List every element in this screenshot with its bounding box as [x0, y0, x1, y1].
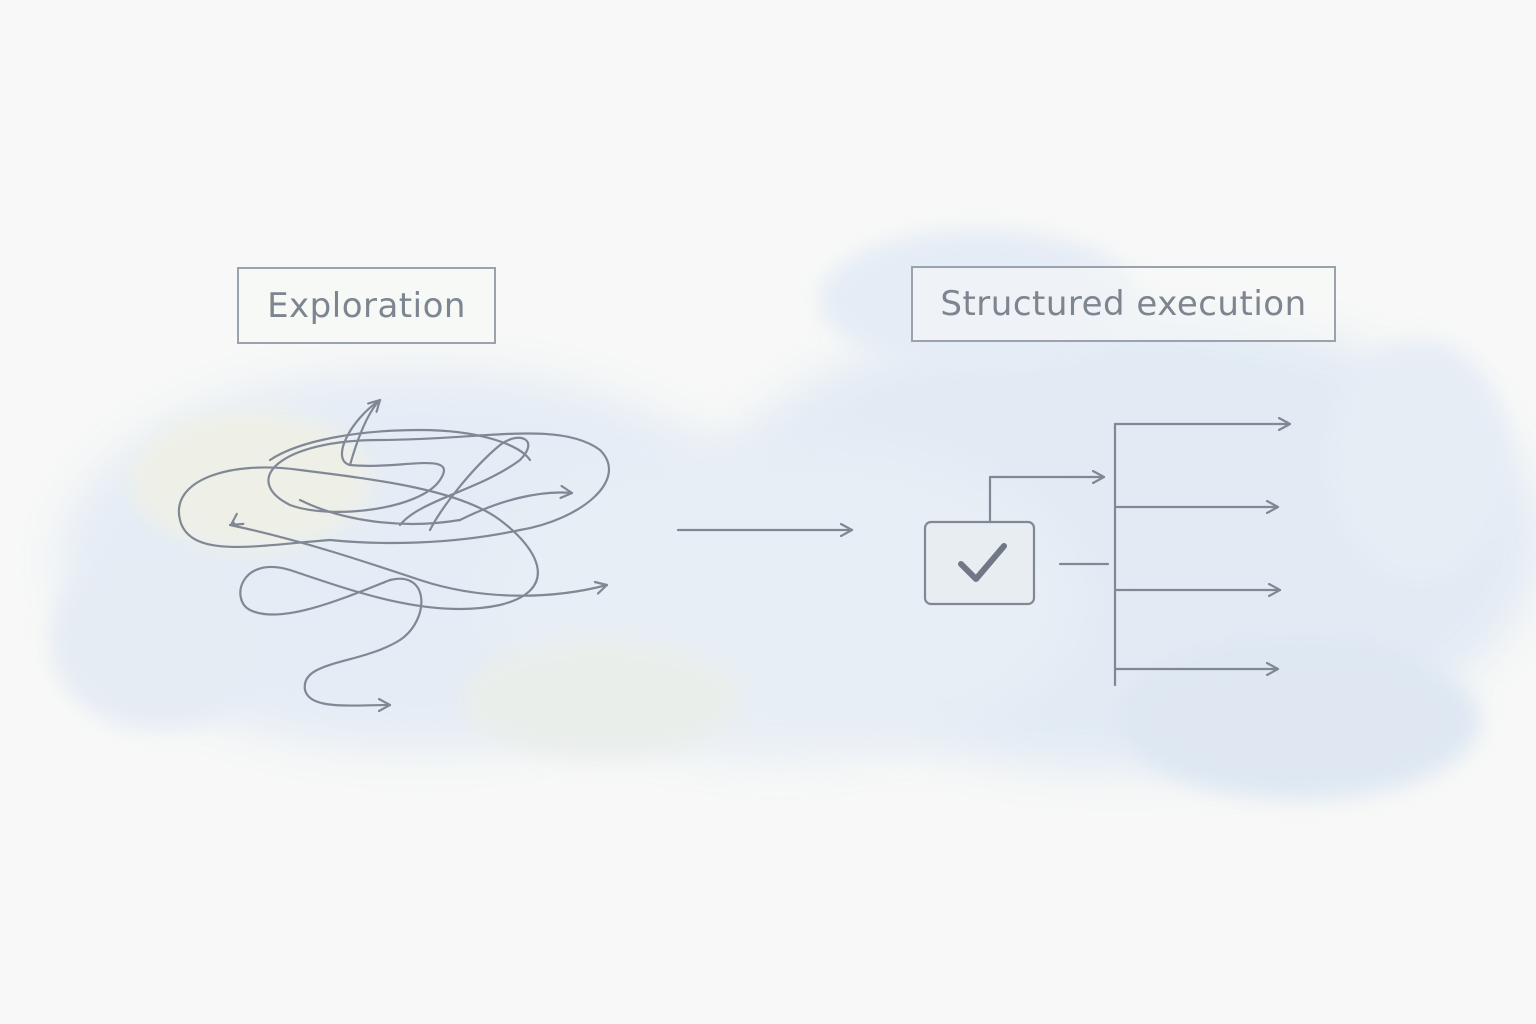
structured-execution-label: Structured execution: [911, 266, 1336, 342]
watercolor-wash: [50, 230, 1536, 800]
tangled-paths-icon: [177, 398, 610, 706]
checkbox-checked-icon: [923, 520, 1036, 606]
branching-arrows-icon: [988, 424, 1292, 687]
exploration-label: Exploration: [237, 267, 496, 344]
